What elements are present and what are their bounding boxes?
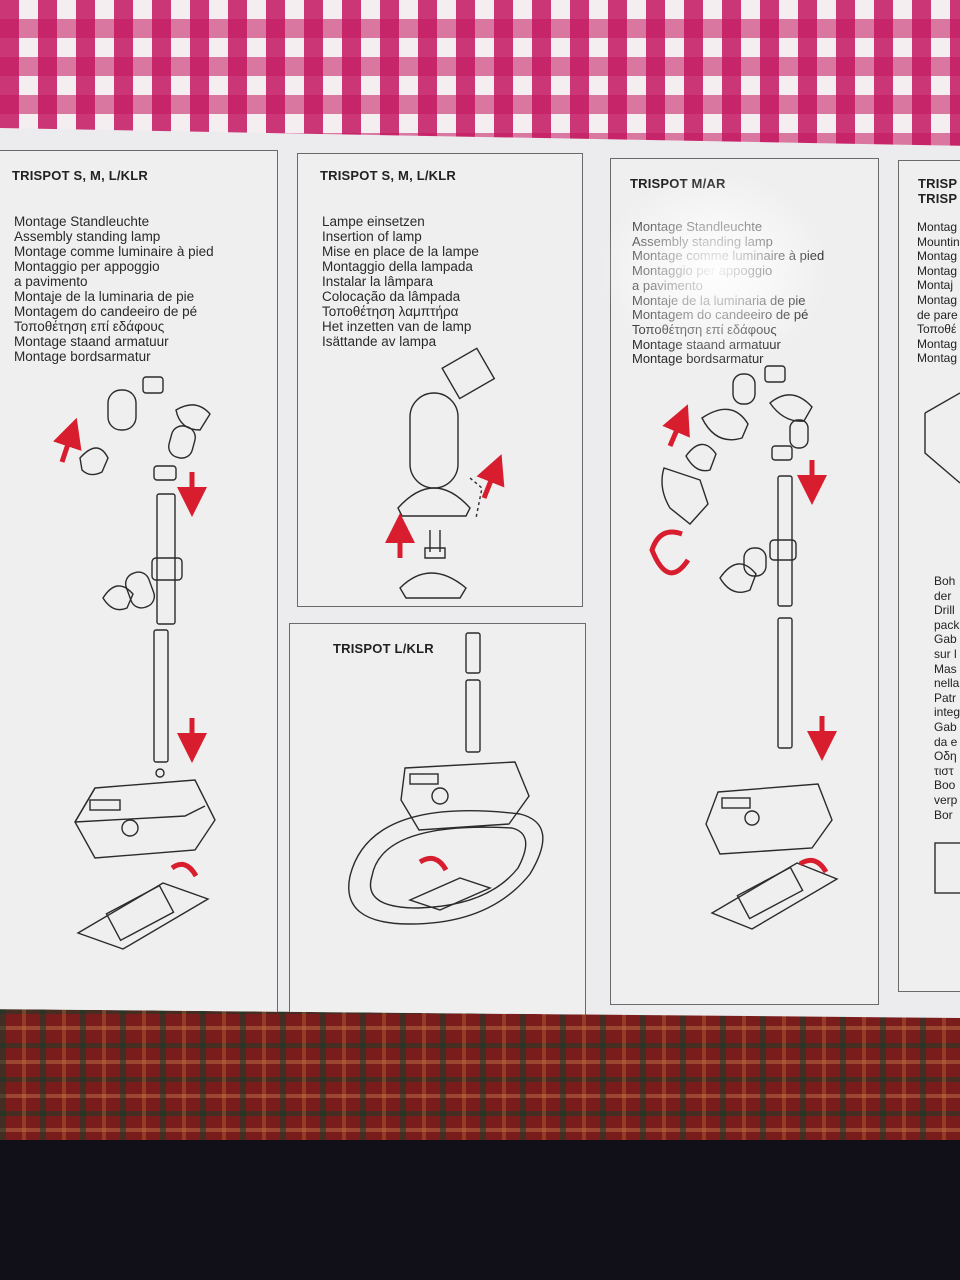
text-line: Montaj <box>917 278 954 293</box>
arrow-up-icon <box>662 404 690 447</box>
text-line: Boh <box>934 574 956 588</box>
text-line: Mountin <box>917 234 960 249</box>
text-line: Gab <box>934 719 957 734</box>
text-line: Montag <box>917 292 958 307</box>
text-line: Τοποθέ <box>917 322 957 337</box>
text-line: τιστ <box>934 763 954 778</box>
arrow-up-icon <box>476 454 505 499</box>
text-line: Mas <box>934 661 957 676</box>
rotate-arrow-icon <box>798 857 829 874</box>
panel1-base <box>74 768 216 950</box>
text-line: Montag <box>917 220 958 234</box>
dark-background <box>0 1140 960 1280</box>
text-line: de pare <box>917 307 958 322</box>
panel5-lines: Montag Mountin Montag Montag Montaj Mont… <box>917 220 960 366</box>
text-line: a pavimento <box>14 274 88 289</box>
panel1-spot-heads <box>79 376 211 611</box>
panel2-lamp <box>397 347 496 599</box>
panel4-parts <box>661 365 839 930</box>
tartan-fabric <box>0 1000 960 1150</box>
text-line: Montaggio per appoggio <box>14 259 160 274</box>
text-line: Isättande av lampa <box>322 334 437 349</box>
panel5-lines-lower: Boh der Drill pack Gab sur l Mas nella P… <box>934 574 960 822</box>
panel3-base <box>348 632 544 925</box>
text-line: Montagem do candeeiro de pé <box>14 304 198 319</box>
text-line: Montaje de la luminaria de pie <box>14 289 195 304</box>
gingham-tablecloth <box>0 0 960 150</box>
text-line: da e <box>934 734 958 749</box>
panel1-title: TRISPOT S, M, L/KLR <box>12 168 148 183</box>
text-line: Montage bordsarmatur <box>14 349 151 364</box>
text-line: Montage staand armatuur <box>14 334 169 349</box>
text-line: Montag <box>917 249 958 264</box>
panel-cut-off <box>898 160 960 992</box>
text-line: TRISP <box>918 191 958 206</box>
text-line: sur l <box>934 646 957 661</box>
text-line: Bor <box>934 807 953 822</box>
panel2-title: TRISPOT S, M, L/KLR <box>320 168 456 183</box>
text-line: Patr <box>934 690 957 705</box>
text-line: TRISP <box>918 176 958 191</box>
text-line: Montaggio della lampada <box>322 259 473 274</box>
instruction-sheet: TRISPOT S, M, L/KLR Montage Standleuchte… <box>0 128 960 1018</box>
panel2-lines: Lampe einsetzen Insertion of lamp Mise e… <box>322 214 479 349</box>
rotate-arrow-icon <box>649 529 691 576</box>
illustrations <box>53 347 960 950</box>
panel-trispot-lklr <box>289 623 586 1018</box>
text-line: Insertion of lamp <box>322 229 422 244</box>
rotate-arrow-icon <box>170 861 199 878</box>
text-line: Montag <box>917 263 958 278</box>
text-line: verp <box>934 792 958 807</box>
text-line: Boo <box>934 778 956 793</box>
text-line: Οδη <box>934 749 957 764</box>
text-line: Drill <box>934 603 955 618</box>
text-line: Gab <box>934 632 957 647</box>
text-line: nella <box>934 676 960 691</box>
rotate-arrow-icon <box>418 855 449 872</box>
panel1-lines: Montage Standleuchte Assembly standing l… <box>14 214 214 364</box>
text-line: der <box>934 588 952 603</box>
text-line: Montag <box>917 336 958 351</box>
text-line: Τοποθέτηση επί εδάφους <box>14 319 165 334</box>
arrow-up-icon <box>53 417 82 463</box>
panel3-title: TRISPOT L/KLR <box>333 641 434 656</box>
text-line: Montage Standleuchte <box>14 214 150 229</box>
panel-standing-lamp <box>0 150 278 1018</box>
text-line: integ <box>934 705 960 720</box>
text-line: Τοποθέτηση λαμπτήρα <box>322 304 459 319</box>
text-line: Montag <box>917 351 958 366</box>
text-line: Het inzetten van de lamp <box>322 319 472 334</box>
panel5-title: TRISP TRISP <box>918 176 957 206</box>
text-line: Assembly standing lamp <box>14 229 161 244</box>
text-line: Lampe einsetzen <box>322 214 425 229</box>
text-line: Mise en place de la lampe <box>322 244 479 259</box>
red-arrows <box>53 404 837 878</box>
text-line: Montage comme luminaire à pied <box>14 244 214 259</box>
text-line: Instalar la lâmpara <box>322 274 434 289</box>
panel5-fragment <box>924 392 960 894</box>
panel1-pole <box>151 493 183 763</box>
text-line: Colocação da lâmpada <box>322 289 461 304</box>
text-line: pack <box>934 617 960 632</box>
